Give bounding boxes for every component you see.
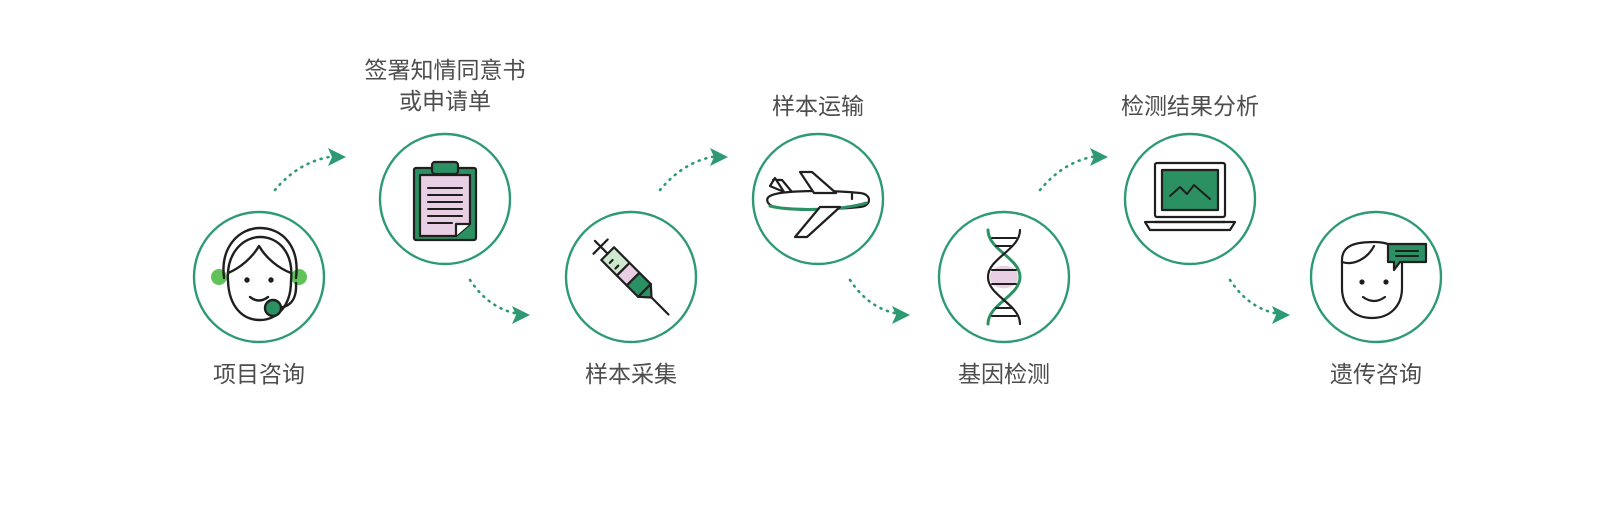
step-7-label: 遗传咨询 (1256, 360, 1496, 391)
connector-arrow-4 (848, 278, 902, 316)
headset-agent-icon (211, 226, 307, 322)
step-5-label: 基因检测 (884, 360, 1124, 391)
step-3-node (564, 210, 698, 344)
connector-arrowhead-6 (1272, 306, 1290, 324)
step-1-node (192, 210, 326, 344)
dna-icon (986, 228, 1022, 326)
step-1-label-line-1: 项目咨询 (213, 362, 305, 388)
airplane-icon (766, 170, 871, 239)
step-6-label-line-1: 检测结果分析 (1121, 94, 1259, 120)
step-2-node (378, 132, 512, 266)
step-7-node (1309, 210, 1443, 344)
step-5-label-line-1: 基因检测 (958, 362, 1050, 388)
step-1-label: 项目咨询 (139, 360, 379, 391)
connector-arrowhead-5 (1090, 148, 1108, 166)
connector-arrow-5 (1038, 154, 1100, 192)
step-5-node (937, 210, 1071, 344)
connector-arrow-2 (468, 278, 522, 316)
connector-arrow-3 (658, 154, 720, 192)
step-3-label: 样本采集 (511, 360, 751, 391)
connector-arrowhead-2 (512, 306, 530, 324)
laptop-icon (1143, 161, 1237, 232)
step-2-label-line-1: 签署知情同意书 (364, 58, 526, 84)
syringe-icon (592, 238, 670, 316)
person-speech-icon (1340, 240, 1428, 320)
connector-arrowhead-1 (328, 148, 346, 166)
connector-arrow-1 (273, 154, 338, 192)
step-6-label: 检测结果分析 (1070, 92, 1310, 123)
step-3-label-line-1: 样本采集 (585, 362, 677, 388)
connector-arrowhead-4 (892, 306, 910, 324)
step-7-label-line-1: 遗传咨询 (1330, 362, 1422, 388)
step-2-label: 签署知情同意书 或申请单 (325, 56, 565, 118)
connector-arrow-6 (1228, 278, 1282, 316)
step-4-label-line-1: 样本运输 (772, 94, 864, 120)
step-2-label-line-2: 或申请单 (399, 89, 491, 115)
clipboard-icon (412, 160, 478, 242)
connector-arrowhead-3 (710, 148, 728, 166)
step-4-label: 样本运输 (698, 92, 938, 123)
step-6-node (1123, 132, 1257, 266)
step-4-node (751, 132, 885, 266)
